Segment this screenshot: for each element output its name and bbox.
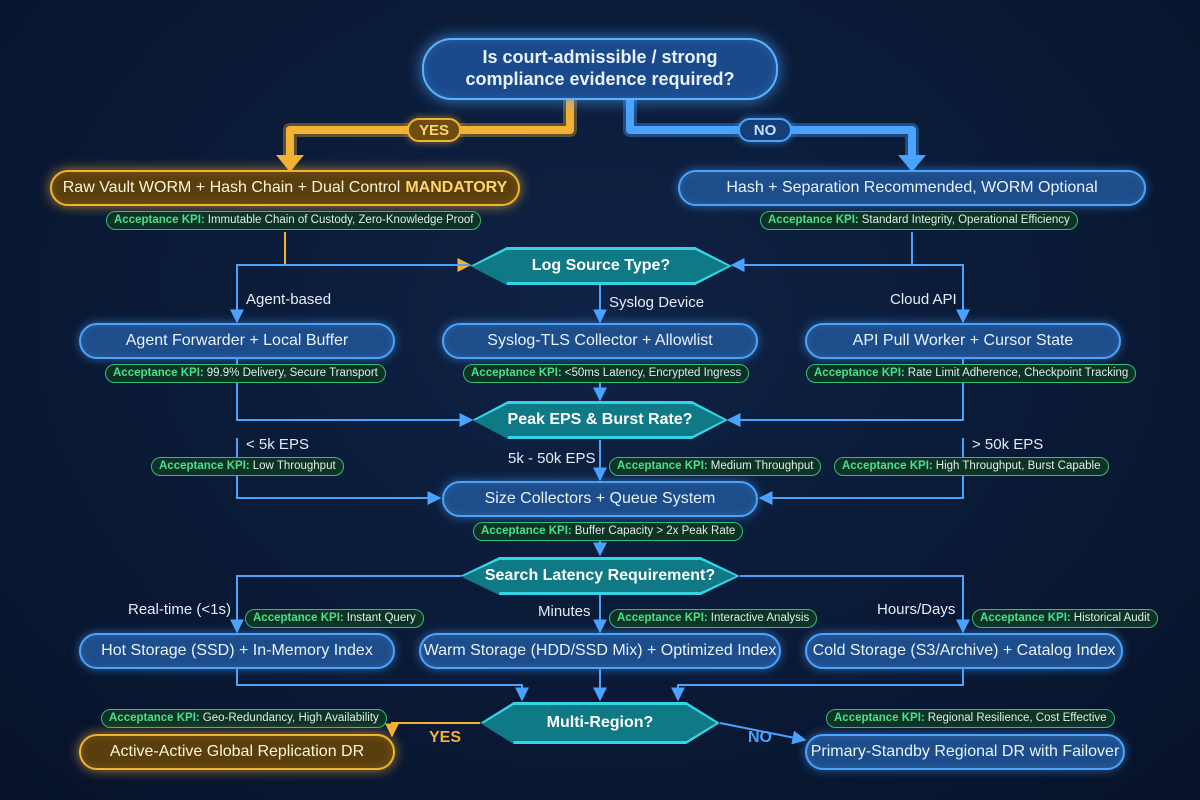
- peak-eps-question: Peak EPS & Burst Rate?: [507, 411, 693, 428]
- region-yes-label: YES: [429, 729, 462, 746]
- region-no-label: NO: [748, 729, 772, 746]
- label-cloud-api: Cloud API: [890, 291, 957, 308]
- kpi-api: Acceptance KPI:Rate Limit Adherence, Che…: [806, 364, 1137, 383]
- cold-storage-box[interactable]: Cold Storage (S3/Archive) + Catalog Inde…: [805, 633, 1123, 669]
- kpi-low: Acceptance KPI:Low Throughput: [151, 457, 344, 476]
- api-pull-worker-box[interactable]: API Pull Worker + Cursor State: [805, 323, 1121, 359]
- root-question-line2: compliance evidence required?: [465, 69, 735, 89]
- kpi-high: Acceptance KPI:High Throughput, Burst Ca…: [834, 457, 1109, 476]
- kpi-prefix: Acceptance KPI:: [253, 612, 344, 624]
- label-hours-days: Hours/Days: [877, 601, 956, 618]
- primary-standby-dr-box[interactable]: Primary-Standby Regional DR with Failove…: [805, 734, 1125, 770]
- kpi-low-text: Low Throughput: [252, 460, 336, 472]
- kpi-medium: Acceptance KPI:Medium Throughput: [609, 457, 822, 476]
- kpi-agent-text: 99.9% Delivery, Secure Transport: [206, 367, 378, 379]
- multi-region-question: Multi-Region?: [546, 714, 654, 731]
- kpi-prefix: Acceptance KPI:: [980, 612, 1071, 624]
- kpi-syslog-text: <50ms Latency, Encrypted Ingress: [564, 367, 742, 379]
- search-latency-diamond[interactable]: Search Latency Requirement?: [460, 557, 740, 595]
- label-minutes: Minutes: [538, 603, 591, 620]
- vault-mandatory-text: Raw Vault WORM + Hash Chain + Dual Contr…: [62, 179, 401, 197]
- kpi-historical: Acceptance KPI:Historical Audit: [972, 609, 1158, 628]
- peak-eps-diamond[interactable]: Peak EPS & Burst Rate?: [472, 401, 728, 439]
- warm-storage-box[interactable]: Warm Storage (HDD/SSD Mix) + Optimized I…: [419, 633, 781, 669]
- kpi-prefix: Acceptance KPI:: [834, 712, 925, 724]
- root-question-line1: Is court-admissible / strong: [482, 47, 718, 68]
- kpi-prefix: Acceptance KPI:: [481, 525, 572, 537]
- kpi-vault-text: Immutable Chain of Custody, Zero-Knowled…: [207, 214, 474, 226]
- kpi-geo: Acceptance KPI:Geo-Redundancy, High Avai…: [101, 709, 387, 728]
- kpi-interactive-text: Interactive Analysis: [710, 612, 810, 624]
- kpi-instant-text: Instant Query: [346, 612, 416, 624]
- kpi-interactive: Acceptance KPI:Interactive Analysis: [609, 609, 818, 628]
- kpi-vault: Acceptance KPI:Immutable Chain of Custod…: [106, 211, 482, 230]
- label-high-eps: > 50k EPS: [972, 436, 1044, 453]
- kpi-prefix: Acceptance KPI:: [113, 367, 204, 379]
- kpi-prefix: Acceptance KPI:: [617, 460, 708, 472]
- size-collectors-box[interactable]: Size Collectors + Queue System: [442, 481, 758, 517]
- syslog-collector-box[interactable]: Syslog-TLS Collector + Allowlist: [442, 323, 758, 359]
- kpi-separation-text: Standard Integrity, Operational Efficien…: [861, 214, 1070, 226]
- kpi-prefix: Acceptance KPI:: [814, 367, 905, 379]
- yes-branch-chip: YES: [407, 118, 461, 142]
- kpi-prefix: Acceptance KPI:: [159, 460, 250, 472]
- label-syslog-device: Syslog Device: [609, 294, 705, 311]
- kpi-prefix: Acceptance KPI:: [842, 460, 933, 472]
- vault-mandatory-box[interactable]: Raw Vault WORM + Hash Chain + Dual Contr…: [50, 170, 520, 206]
- kpi-historical-text: Historical Audit: [1073, 612, 1150, 624]
- kpi-prefix: Acceptance KPI:: [114, 214, 205, 226]
- hot-storage-box[interactable]: Hot Storage (SSD) + In-Memory Index: [79, 633, 395, 669]
- label-realtime: Real-time (<1s): [128, 601, 231, 618]
- log-source-diamond[interactable]: Log Source Type?: [470, 247, 732, 285]
- kpi-instant: Acceptance KPI:Instant Query: [245, 609, 424, 628]
- kpi-medium-text: Medium Throughput: [710, 460, 814, 472]
- active-active-dr-box[interactable]: Active-Active Global Replication DR: [79, 734, 395, 770]
- kpi-buffer-text: Buffer Capacity > 2x Peak Rate: [574, 525, 736, 537]
- root-question[interactable]: Is court-admissible / strong compliance …: [422, 38, 778, 100]
- kpi-prefix: Acceptance KPI:: [109, 712, 200, 724]
- label-low-eps: < 5k EPS: [246, 436, 309, 453]
- kpi-prefix: Acceptance KPI:: [768, 214, 859, 226]
- mandatory-emphasis: MANDATORY: [405, 179, 508, 197]
- multi-region-diamond[interactable]: Multi-Region?: [480, 702, 720, 744]
- log-source-question: Log Source Type?: [531, 257, 671, 274]
- agent-forwarder-box[interactable]: Agent Forwarder + Local Buffer: [79, 323, 395, 359]
- kpi-high-text: High Throughput, Burst Capable: [935, 460, 1101, 472]
- kpi-separation: Acceptance KPI:Standard Integrity, Opera…: [760, 211, 1078, 230]
- kpi-api-text: Rate Limit Adherence, Checkpoint Trackin…: [907, 367, 1129, 379]
- no-branch-chip: NO: [738, 118, 792, 142]
- label-mid-eps: 5k - 50k EPS: [508, 450, 596, 467]
- kpi-syslog: Acceptance KPI:<50ms Latency, Encrypted …: [463, 364, 750, 383]
- kpi-regional: Acceptance KPI:Regional Resilience, Cost…: [826, 709, 1115, 728]
- kpi-prefix: Acceptance KPI:: [617, 612, 708, 624]
- separation-recommended-box[interactable]: Hash + Separation Recommended, WORM Opti…: [678, 170, 1146, 206]
- kpi-prefix: Acceptance KPI:: [471, 367, 562, 379]
- kpi-geo-text: Geo-Redundancy, High Availability: [202, 712, 379, 724]
- kpi-agent: Acceptance KPI:99.9% Delivery, Secure Tr…: [105, 364, 386, 383]
- kpi-buffer: Acceptance KPI:Buffer Capacity > 2x Peak…: [473, 522, 744, 541]
- kpi-regional-text: Regional Resilience, Cost Effective: [927, 712, 1107, 724]
- label-agent-based: Agent-based: [246, 291, 332, 308]
- search-latency-question: Search Latency Requirement?: [484, 567, 716, 584]
